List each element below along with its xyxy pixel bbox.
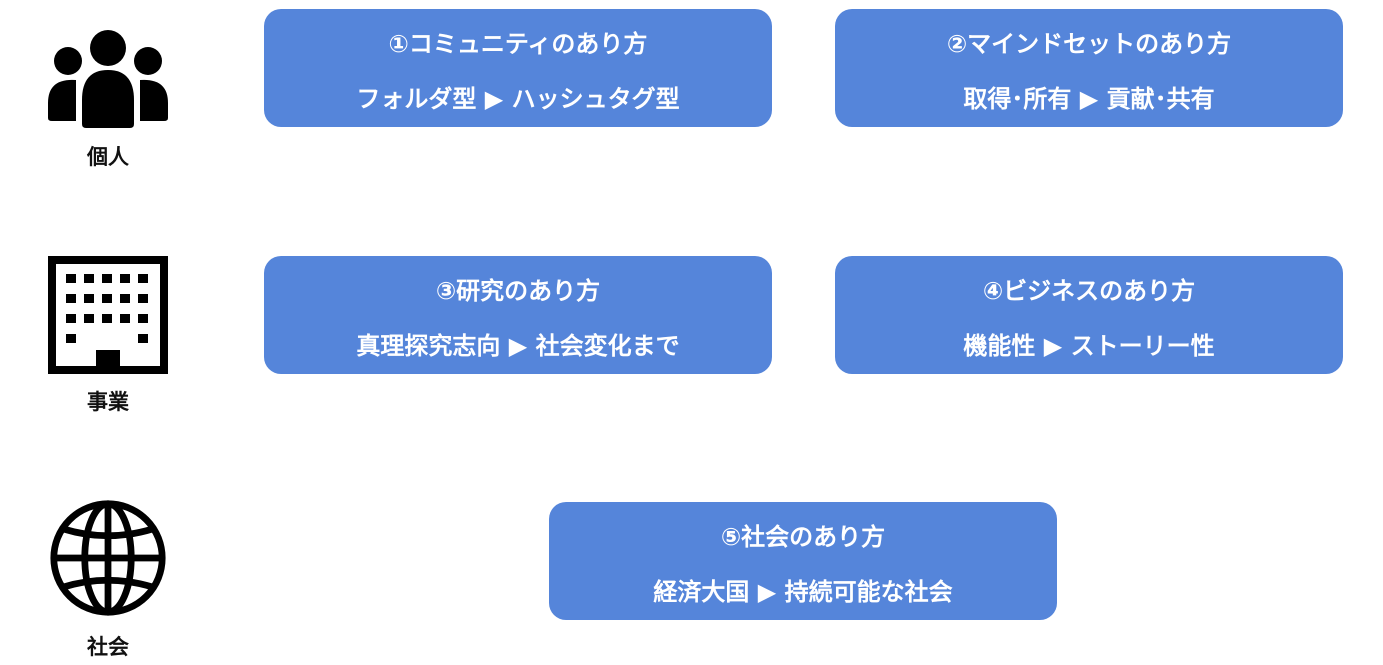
row-label-individual: 個人 (87, 145, 129, 169)
people-icon (48, 30, 168, 128)
box-title: ②マインドセットのあり方 (946, 30, 1232, 58)
box-title: ④ビジネスのあり方 (982, 277, 1196, 305)
box-title: ①コミュニティのあり方 (388, 30, 648, 58)
box-shift: 真理探究志向 ▶ 社会変化まで (356, 332, 680, 360)
row-label-society: 社会 (87, 635, 129, 659)
box-shift: 経済大国 ▶ 持続可能な社会 (653, 578, 953, 606)
globe-icon (50, 500, 166, 616)
building-icon (48, 256, 168, 374)
society-box: ⑤社会のあり方 経済大国 ▶ 持続可能な社会 (549, 502, 1057, 620)
row-label-business: 事業 (87, 390, 129, 414)
community-box: ①コミュニティのあり方 フォルダ型 ▶ ハッシュタグ型 (264, 9, 772, 127)
box-shift: 機能性 ▶ ストーリー性 (963, 332, 1215, 360)
business-box: ④ビジネスのあり方 機能性 ▶ ストーリー性 (835, 256, 1343, 374)
research-box: ③研究のあり方 真理探究志向 ▶ 社会変化まで (264, 256, 772, 374)
mindset-box: ②マインドセットのあり方 取得･所有 ▶ 貢献･共有 (835, 9, 1343, 127)
box-title: ③研究のあり方 (435, 277, 601, 305)
box-title: ⑤社会のあり方 (720, 523, 886, 551)
box-shift: フォルダ型 ▶ ハッシュタグ型 (356, 85, 680, 113)
box-shift: 取得･所有 ▶ 貢献･共有 (963, 85, 1215, 113)
